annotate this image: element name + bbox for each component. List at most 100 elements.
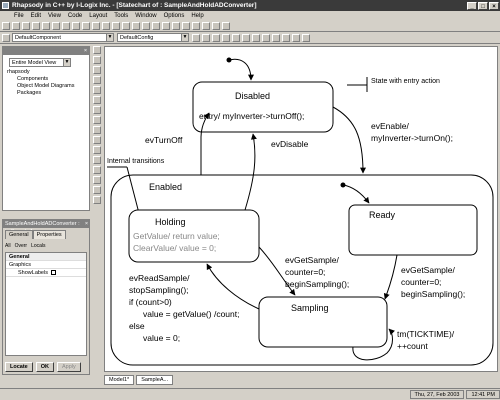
grid-icon[interactable] <box>212 22 220 30</box>
settings-icon[interactable] <box>2 33 10 42</box>
tree-item-omd[interactable]: Object Model Diagrams <box>17 83 75 89</box>
menu-file[interactable]: File <box>14 13 24 19</box>
transition-evdisable[interactable] <box>244 133 257 211</box>
quit-icon[interactable] <box>252 33 260 42</box>
state-sampling[interactable] <box>258 296 388 348</box>
redo-icon[interactable] <box>82 22 90 30</box>
animate-icon[interactable] <box>142 22 150 30</box>
step-icon[interactable] <box>232 33 240 42</box>
close-icon[interactable]: × <box>83 48 88 54</box>
zoom-fit-icon[interactable] <box>202 22 210 30</box>
select-icon[interactable] <box>93 46 101 54</box>
watch-icon[interactable] <box>272 33 280 42</box>
filter-all[interactable]: All <box>5 242 11 249</box>
transition-holding-sampling[interactable] <box>258 246 296 296</box>
filter-locals[interactable]: Locals <box>31 242 46 249</box>
minimize-button[interactable]: _ <box>467 1 477 10</box>
events-icon[interactable] <box>282 33 290 42</box>
save-icon[interactable] <box>22 22 30 30</box>
locate-button[interactable]: Locate <box>5 362 33 372</box>
paste-icon[interactable] <box>52 22 60 30</box>
build-icon[interactable] <box>192 33 200 42</box>
menu-layout[interactable]: Layout <box>89 13 108 19</box>
run-icon[interactable] <box>122 22 130 30</box>
transition-tm-self[interactable] <box>352 328 395 361</box>
make-icon[interactable] <box>112 22 120 30</box>
stop-icon[interactable] <box>132 22 140 30</box>
browser-panel: × Entire Model View ▼ rhapsody Component… <box>2 46 90 211</box>
menu-tools[interactable]: Tools <box>114 13 129 19</box>
copy-icon[interactable] <box>42 22 50 30</box>
transition-evenable[interactable] <box>332 106 366 174</box>
maximize-button[interactable]: □ <box>478 1 488 10</box>
anchor-icon[interactable] <box>93 176 101 184</box>
transition-sampling-holding[interactable] <box>206 263 260 310</box>
junction-icon[interactable] <box>93 116 101 124</box>
component-select[interactable]: DefaultComponent ▼ <box>12 33 114 42</box>
zoom-in-icon[interactable] <box>182 22 190 30</box>
call-stack-icon[interactable] <box>302 33 310 42</box>
menu-view[interactable]: View <box>48 13 61 19</box>
state-holding[interactable] <box>128 209 260 263</box>
termination-icon[interactable] <box>93 136 101 144</box>
break-icon[interactable] <box>242 33 250 42</box>
browser-icon[interactable] <box>162 22 170 30</box>
rebuild-icon[interactable] <box>202 33 210 42</box>
tree-item-root[interactable]: rhapsody <box>7 69 30 75</box>
print-icon[interactable] <box>62 22 70 30</box>
zoom-out-icon[interactable] <box>192 22 200 30</box>
open-icon[interactable] <box>12 22 20 30</box>
diagram-connector-icon[interactable] <box>93 126 101 134</box>
property-row[interactable]: ShowLabels <box>6 269 86 277</box>
menu-code[interactable]: Code <box>67 13 83 19</box>
apply-button[interactable]: Apply <box>56 362 81 372</box>
features-icon[interactable] <box>172 22 180 30</box>
join-icon[interactable] <box>93 156 101 164</box>
filter-overridden[interactable]: Overr <box>14 242 28 249</box>
menu-edit[interactable]: Edit <box>30 13 42 19</box>
and-line-icon[interactable] <box>93 86 101 94</box>
default-transition-icon[interactable] <box>93 76 101 84</box>
property-group[interactable]: General <box>6 253 86 261</box>
state-disabled[interactable] <box>192 81 334 133</box>
tree-item-packages[interactable]: Packages <box>17 90 42 96</box>
clean-icon[interactable] <box>212 33 220 42</box>
tree-item-components[interactable]: Components <box>17 76 49 82</box>
tab-samplea[interactable]: SampleA... <box>136 375 174 385</box>
send-action-icon[interactable] <box>93 196 101 204</box>
transition-evturnoff[interactable] <box>200 112 210 175</box>
tab-model1[interactable]: Model1* <box>104 375 135 385</box>
menu-window[interactable]: Window <box>135 13 157 19</box>
history-icon[interactable] <box>93 96 101 104</box>
config-select[interactable]: DefaultConfig ▼ <box>117 33 189 42</box>
menu-help[interactable]: Help <box>191 13 204 19</box>
tab-properties[interactable]: Properties <box>32 230 66 239</box>
transition-icon[interactable] <box>93 66 101 74</box>
thread-icon[interactable] <box>292 33 300 42</box>
go-icon[interactable] <box>222 33 230 42</box>
trace-icon[interactable] <box>262 33 270 42</box>
stub-icon[interactable] <box>93 186 101 194</box>
browser-view-select[interactable]: Entire Model View ▼ <box>9 58 71 67</box>
new-icon[interactable] <box>2 22 10 30</box>
diagram-icon[interactable] <box>152 22 160 30</box>
note-icon[interactable] <box>93 166 101 174</box>
cut-icon[interactable] <box>32 22 40 30</box>
find-icon[interactable] <box>92 22 100 30</box>
undo-icon[interactable] <box>72 22 80 30</box>
ok-button[interactable]: OK <box>35 362 54 372</box>
fork-icon[interactable] <box>93 146 101 154</box>
property-row[interactable]: Graphics <box>6 261 86 269</box>
help-icon[interactable] <box>222 22 230 30</box>
menu-options[interactable]: Options <box>163 13 185 19</box>
close-icon[interactable]: × <box>84 221 89 227</box>
condition-icon[interactable] <box>93 106 101 114</box>
state-ready[interactable] <box>348 204 478 256</box>
statechart-canvas[interactable]: Disabled entry/ myInverter->turnOff(); S… <box>104 46 498 372</box>
close-button[interactable]: × <box>489 1 499 10</box>
generate-icon[interactable] <box>102 22 110 30</box>
state-icon[interactable] <box>93 56 101 64</box>
show-labels-checkbox[interactable] <box>51 270 56 275</box>
tab-general[interactable]: General <box>5 230 33 239</box>
transition-ready-sampling[interactable] <box>383 254 398 300</box>
